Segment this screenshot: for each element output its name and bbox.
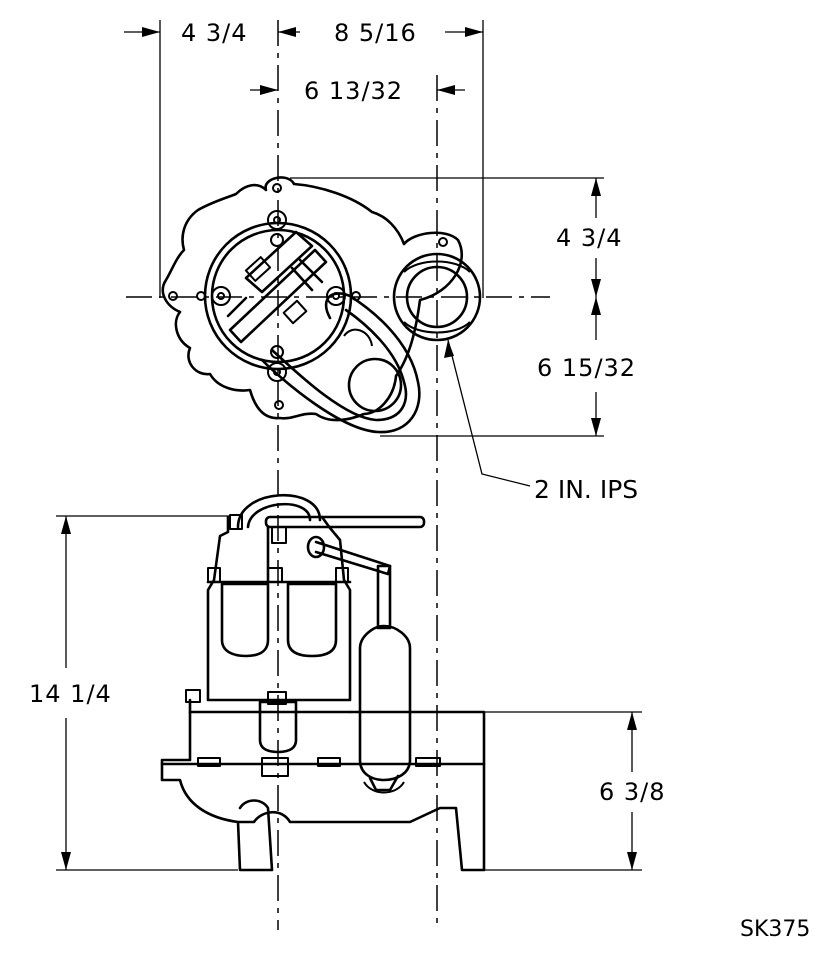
dim-side-view: 14 1/4 6 3/8	[29, 515, 666, 871]
discharge-flange	[392, 252, 482, 342]
dim-base-height: 6 3/8	[599, 778, 666, 806]
dim-top-right-width: 8 5/16	[334, 19, 417, 47]
discharge-callout: 2 IN. IPS	[534, 475, 638, 504]
sheet-id: SK375	[740, 917, 810, 942]
float-body	[358, 624, 412, 782]
dim-discharge-offset-label: 6 13/32	[304, 77, 403, 105]
top-view: 2 IN. IPS	[161, 176, 638, 504]
housing-outline	[161, 176, 464, 422]
dim-overall-height: 14 1/4	[29, 680, 112, 708]
dim-top-view-heights: 4 3/4 6 15/32	[290, 177, 636, 437]
pump-base	[160, 698, 486, 872]
side-view	[160, 493, 486, 872]
dim-discharge-offset: 6 13/32	[250, 77, 465, 105]
float-switch-top	[260, 292, 421, 434]
dim-lower-height: 6 15/32	[537, 354, 636, 382]
dim-top-widths: 4 3/4 8 5/16	[124, 19, 484, 298]
dim-upper-height: 4 3/4	[556, 224, 623, 252]
motor-housing	[206, 515, 352, 702]
dim-top-left-width: 4 3/4	[181, 19, 248, 47]
top-handle	[226, 230, 328, 344]
